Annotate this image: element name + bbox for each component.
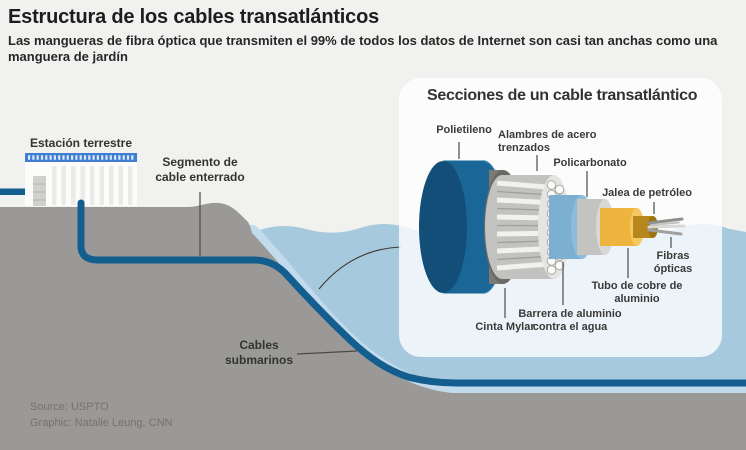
cable-cross-section <box>419 142 686 318</box>
land-shape <box>0 202 746 450</box>
label-copper-tube: Tubo de cobre de aluminio <box>591 280 683 305</box>
page-title: Estructura de los cables transatlánticos <box>8 6 380 28</box>
station-building <box>25 153 137 206</box>
credit-line: Graphic: Natalie Leung, CNN <box>30 416 173 429</box>
label-optical-fibers: Fibras ópticas <box>653 250 693 275</box>
cable-stub <box>0 188 28 195</box>
label-aluminum-barrier: Barrera de aluminio contra el agua <box>518 308 622 333</box>
scene-leader-lines <box>199 192 358 355</box>
panel-title: Secciones de un cable transatlántico <box>427 87 698 104</box>
label-steel-wires: Alambres de acero trenzados <box>498 129 597 154</box>
station-door <box>33 176 46 206</box>
source-line: Source: USPTO <box>30 401 109 413</box>
label-submarine-cables: Cables submarinos <box>224 338 293 367</box>
label-buried-cable-segment: Segmento de cable enterrado <box>155 155 245 184</box>
layer-optical-fibers <box>647 217 686 236</box>
panel-leader-lines <box>458 142 672 318</box>
label-petroleum-jelly: Jalea de petróleo <box>602 187 692 199</box>
label-polycarbonate: Policarbonato <box>553 157 627 169</box>
label-land-station: Estación terrestre <box>29 136 133 150</box>
submarine-cable-path <box>77 199 746 387</box>
page-subtitle: Las mangueras de fibra óptica que transm… <box>8 33 718 64</box>
label-polyethylene: Polietileno <box>436 124 492 136</box>
label-mylar-tape: Cinta Mylar <box>475 321 535 333</box>
source-credit: Source: USPTO Graphic: Natalie Leung, CN… <box>30 400 172 431</box>
callout-curve <box>318 246 402 290</box>
station-wall-stripes <box>52 166 133 205</box>
cross-section-panel: Secciones de un cable transatlántico Pol… <box>399 78 722 357</box>
